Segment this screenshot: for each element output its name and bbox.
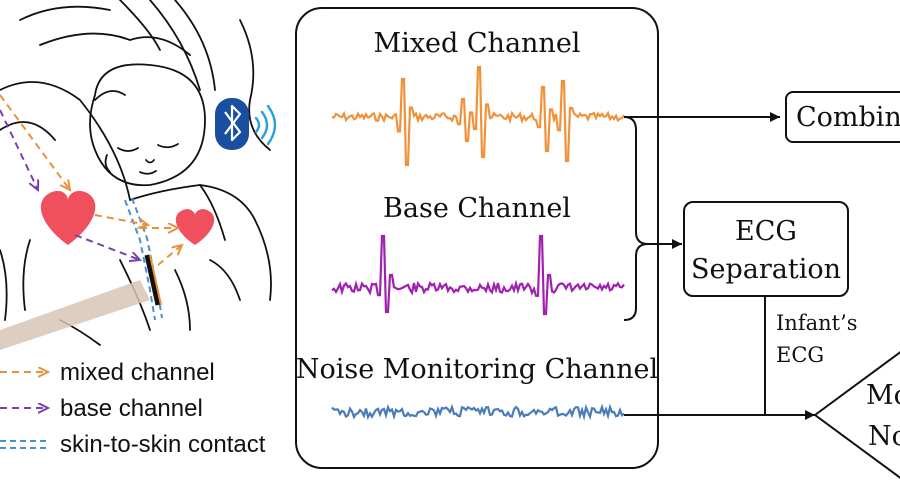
mixed-channel-waveform — [331, 65, 625, 167]
noise-channel-title: Noise Monitoring Channel — [296, 354, 658, 385]
infant-ecg-label: Infant’s ECG — [776, 311, 858, 367]
sensor-light-cone — [0, 280, 150, 350]
triangle-line2: No — [868, 421, 900, 452]
channel-connectors — [623, 112, 815, 420]
legend-label-skin: skin-to-skin contact — [60, 431, 266, 458]
heart-icon — [175, 209, 215, 245]
legend-item-skin: skin-to-skin contact — [0, 431, 266, 458]
skin-to-skin-contact-marks — [124, 197, 163, 321]
legend: mixed channel base channel skin-to-skin … — [0, 359, 266, 458]
base-channel-waveform — [331, 234, 625, 316]
motion-noise-triangle-block: Mo No — [813, 351, 900, 479]
ecg-sensor — [144, 254, 162, 306]
legend-label-mixed: mixed channel — [60, 359, 215, 386]
ecg-separation-line2: Separation — [691, 254, 841, 285]
ecg-separation-block: ECG Separation — [683, 201, 849, 297]
triangle-line1: Mo — [866, 380, 900, 411]
infant-ecg-line2: ECG — [776, 343, 824, 367]
legend-item-mixed: mixed channel — [0, 359, 215, 386]
mixed-channel-title: Mixed Channel — [374, 28, 581, 59]
base-channel-title: Base Channel — [383, 193, 571, 224]
legend-item-base: base channel — [0, 395, 203, 422]
bluetooth-icon — [215, 98, 249, 150]
base-channel-arrows — [0, 109, 140, 260]
combine-label: Combin — [796, 102, 900, 133]
ecg-separation-line1: ECG — [735, 216, 797, 247]
infant-ecg-line1: Infant’s — [776, 311, 858, 335]
mother-holding-infant-drawing — [0, 0, 272, 346]
mixed-channel-arrows — [0, 94, 182, 266]
noise-channel-waveform — [331, 403, 625, 421]
wireless-signal-icon — [254, 104, 277, 146]
heart-icon — [40, 190, 96, 245]
legend-label-base: base channel — [60, 395, 203, 422]
channel-box — [295, 7, 659, 469]
combine-block: Combin — [785, 91, 900, 143]
